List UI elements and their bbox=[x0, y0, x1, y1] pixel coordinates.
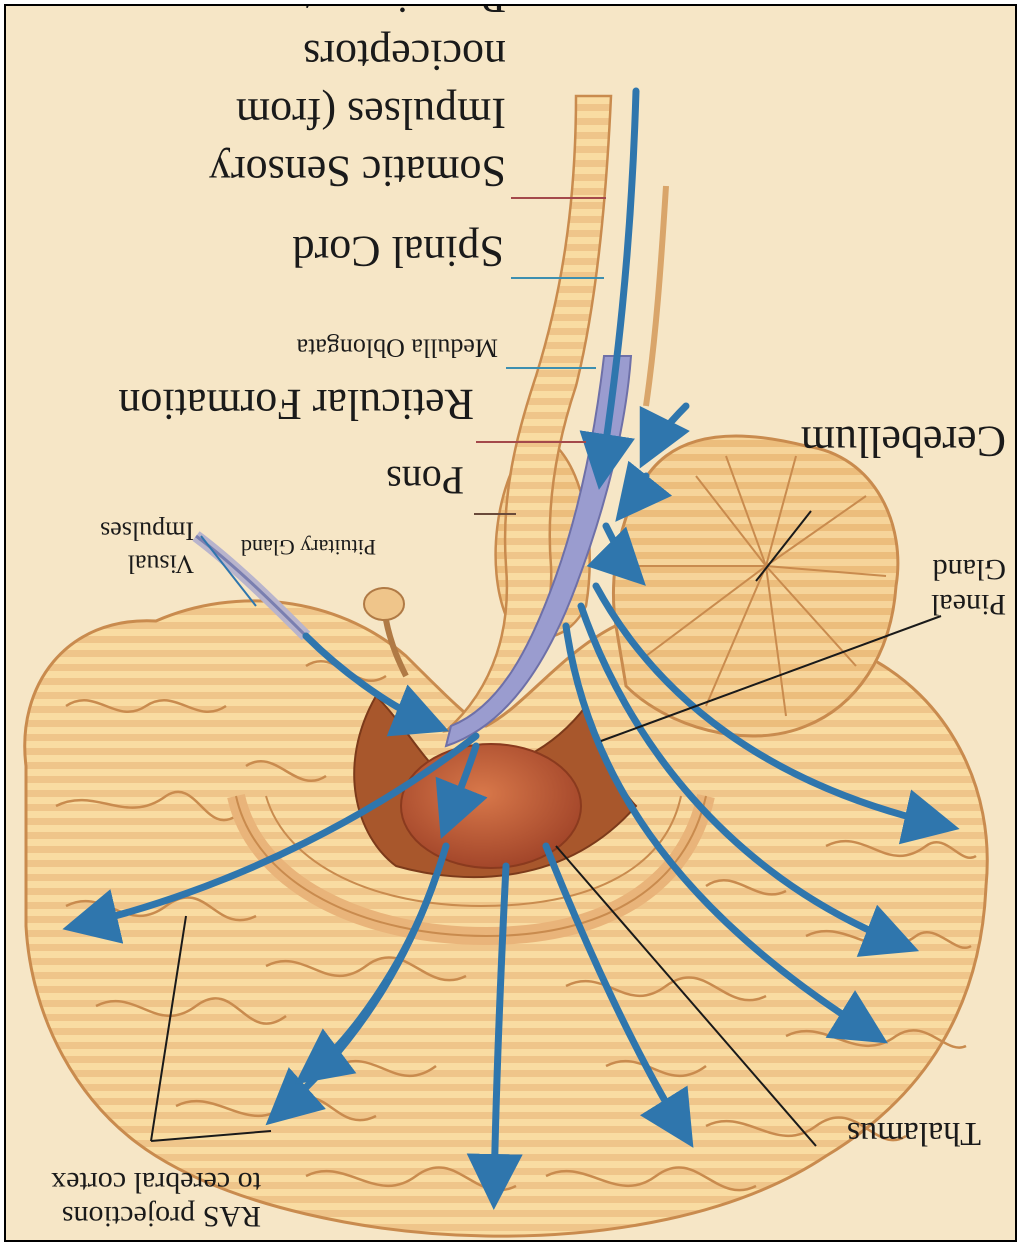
label-to-cerebral-cortex: to cerebral cortex bbox=[51, 1166, 261, 1199]
label-pons: Pons bbox=[386, 458, 464, 503]
label-spinal-cord: Spinal Cord bbox=[293, 227, 504, 276]
label-impulses-from: Impulses (from bbox=[236, 89, 506, 138]
ras-diagram: Proprioceptors nociceptors Impulses (fro… bbox=[4, 4, 1017, 1242]
diagram-canvas: Proprioceptors nociceptors Impulses (fro… bbox=[6, 6, 1017, 1242]
thalamus bbox=[401, 744, 581, 868]
label-medulla-oblongata: Medulla Oblongata bbox=[296, 334, 498, 363]
label-proprioceptors: Proprioceptors bbox=[247, 6, 506, 22]
label-pituitary-gland: Pituitary Gland bbox=[241, 535, 376, 560]
label-somatic-sensory: Somatic Sensory bbox=[209, 147, 506, 196]
label-ras-projections: RAS projections bbox=[62, 1200, 261, 1233]
label-cerebellum: Cerebellum bbox=[801, 417, 1006, 466]
label-reticular-formation: Reticular Formation bbox=[118, 380, 474, 429]
pituitary-gland bbox=[364, 588, 404, 620]
label-visual: Visual bbox=[128, 550, 194, 579]
label-nociceptors: nociceptors bbox=[303, 31, 506, 80]
label-impulses: Impulses bbox=[100, 517, 194, 546]
label-thalamus: Thalamus bbox=[847, 1115, 981, 1152]
cerebellum bbox=[613, 436, 897, 736]
label-pineal: Pineal bbox=[931, 588, 1006, 621]
label-gland: Gland bbox=[933, 553, 1006, 586]
